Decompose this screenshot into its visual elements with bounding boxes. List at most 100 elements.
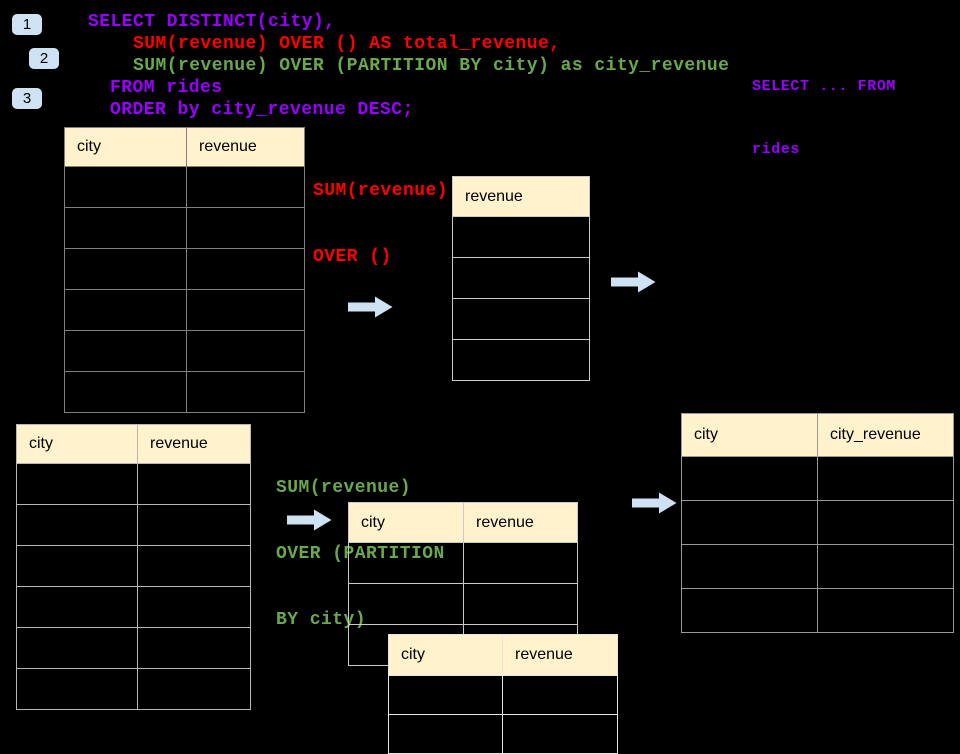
flow-arrow-icon xyxy=(632,492,677,514)
empty-cell xyxy=(16,545,138,587)
empty-cell xyxy=(16,504,138,546)
empty-cell xyxy=(681,544,818,589)
table-row xyxy=(64,248,305,290)
empty-cell xyxy=(64,248,187,290)
empty-cell xyxy=(64,166,187,208)
empty-cell xyxy=(388,714,503,754)
sql-line-total-revenue: SUM(revenue) OVER () AS total_revenue, xyxy=(133,34,561,54)
table-row xyxy=(64,330,305,372)
empty-cell xyxy=(186,371,305,413)
empty-cell xyxy=(137,545,251,587)
empty-cell xyxy=(137,668,251,710)
column-header: city xyxy=(681,413,818,457)
empty-cell xyxy=(137,586,251,628)
table-row xyxy=(16,668,251,710)
table-row xyxy=(16,463,251,505)
empty-cell xyxy=(64,330,187,372)
empty-cell xyxy=(348,583,464,625)
table-row xyxy=(64,289,305,331)
column-header: revenue xyxy=(186,127,305,167)
annotation-line: OVER () xyxy=(313,247,392,267)
empty-cell xyxy=(16,668,138,710)
table-header-row: revenue xyxy=(452,176,590,217)
sql-line-select: SELECT DISTINCT(city), xyxy=(88,12,336,32)
annotation-line: SUM(revenue) xyxy=(313,181,449,201)
column-header: city_revenue xyxy=(817,413,954,457)
table-row xyxy=(348,542,578,584)
table-row xyxy=(16,504,251,546)
side-note-line-2: rides xyxy=(752,141,801,158)
empty-cell xyxy=(817,456,954,501)
step-badge-2: 2 xyxy=(29,48,59,69)
empty-cell xyxy=(137,504,251,546)
sql-line-order-by: ORDER by city_revenue DESC; xyxy=(110,100,414,120)
column-header: city xyxy=(388,634,503,676)
empty-cell xyxy=(186,248,305,290)
empty-cell xyxy=(16,586,138,628)
table-row xyxy=(64,371,305,413)
column-header: revenue xyxy=(463,502,578,543)
empty-cell xyxy=(817,544,954,589)
table-row xyxy=(452,298,590,340)
table-row xyxy=(452,257,590,299)
table-row xyxy=(452,339,590,381)
empty-cell xyxy=(388,675,503,715)
column-header: city xyxy=(64,127,187,167)
empty-cell xyxy=(452,216,590,258)
sql-note-select-from-rides: SELECT ... FROM rides xyxy=(752,34,896,181)
column-header: city xyxy=(348,502,464,543)
table-row xyxy=(16,545,251,587)
table-row xyxy=(64,207,305,249)
table-row xyxy=(681,456,954,501)
step-badge-3: 3 xyxy=(12,88,42,109)
table-row xyxy=(388,714,618,754)
table-row xyxy=(388,675,618,715)
empty-cell xyxy=(186,166,305,208)
empty-cell xyxy=(502,675,618,715)
empty-cell xyxy=(64,207,187,249)
empty-cell xyxy=(64,289,187,331)
empty-cell xyxy=(463,583,578,625)
flow-arrow-icon xyxy=(348,296,393,318)
table-row xyxy=(681,500,954,545)
flow-arrow-icon xyxy=(611,271,656,293)
sql-line-city-revenue: SUM(revenue) OVER (PARTITION BY city) as… xyxy=(133,56,730,76)
annotation-over-total: SUM(revenue) OVER () xyxy=(313,136,448,290)
column-header: revenue xyxy=(502,634,618,676)
empty-cell xyxy=(681,588,818,633)
empty-cell xyxy=(16,627,138,669)
table-total-revenue: revenue xyxy=(452,176,590,381)
empty-cell xyxy=(64,371,187,413)
side-note-line-1: SELECT ... FROM xyxy=(752,78,897,95)
sql-line-from: FROM rides xyxy=(110,78,223,98)
empty-cell xyxy=(186,207,305,249)
table-row xyxy=(452,216,590,258)
table-row xyxy=(16,627,251,669)
empty-cell xyxy=(137,463,251,505)
empty-cell xyxy=(348,542,464,584)
table-row xyxy=(681,588,954,633)
flow-arrow-icon xyxy=(287,509,332,531)
empty-cell xyxy=(681,456,818,501)
annotation-line: SUM(revenue) xyxy=(276,478,412,498)
empty-cell xyxy=(186,330,305,372)
sql-code-block: SELECT DISTINCT(city), SUM(revenue) OVER… xyxy=(88,11,729,121)
empty-cell xyxy=(452,298,590,340)
empty-cell xyxy=(502,714,618,754)
empty-cell xyxy=(137,627,251,669)
empty-cell xyxy=(817,588,954,633)
empty-cell xyxy=(452,339,590,381)
empty-cell xyxy=(16,463,138,505)
table-row xyxy=(681,544,954,589)
empty-cell xyxy=(186,289,305,331)
empty-cell xyxy=(452,257,590,299)
column-header: revenue xyxy=(452,176,590,217)
